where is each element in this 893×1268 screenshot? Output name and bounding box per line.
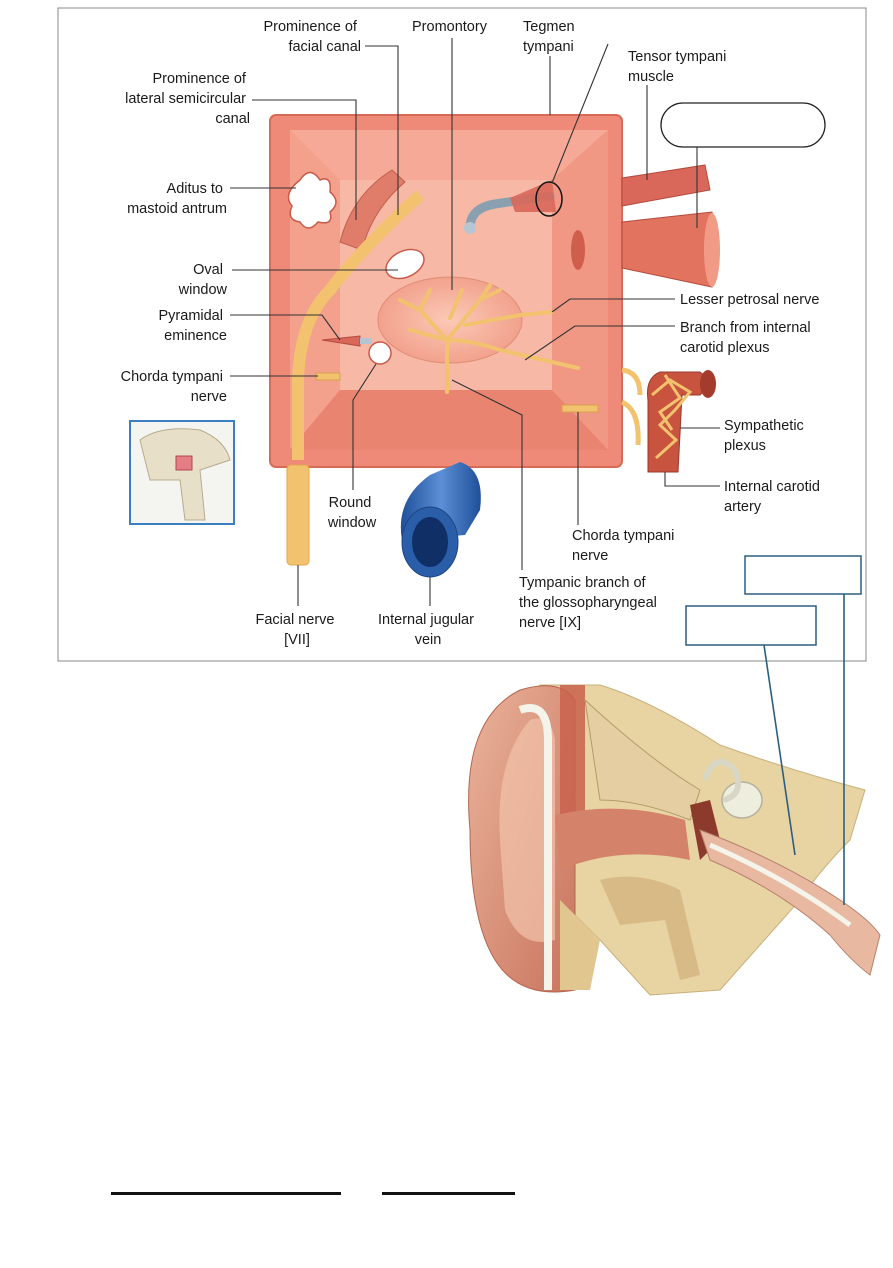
internal-jugular-drawing: [400, 462, 481, 578]
label-internal-jugular: Internal jugular vein: [378, 612, 478, 648]
blank-label-box-2: [685, 605, 817, 646]
label-chorda-tympani-left: Chorda tympani nerve: [121, 369, 227, 405]
tensor-tympani-drawing: [571, 164, 720, 288]
label-facial-nerve: Facial nerve [VII]: [255, 612, 338, 648]
blank-label-pill: [660, 102, 826, 148]
leader-lines: [230, 38, 720, 606]
blank-label-box-1: [744, 555, 862, 595]
label-chorda-tympani-right: Chorda tympani nerve: [572, 528, 678, 564]
highlight-circle: [535, 181, 563, 217]
inset-locator-image: [129, 420, 235, 525]
label-round-window: Round window: [327, 495, 377, 531]
facial-canal-prominence: [292, 190, 425, 460]
lateral-canal-prominence: [339, 169, 406, 251]
label-prominence-lateral-canal: Prominence of lateral semicircular canal: [125, 71, 250, 127]
chorda-tympani-left-drawing: [315, 372, 341, 381]
diagram-labels: Prominence of facial canal Promontory Te…: [121, 19, 824, 648]
chorda-tympani-right-drawing: [561, 404, 599, 413]
internal-carotid-drawing: [620, 367, 716, 473]
round-window-drawing: [368, 341, 392, 365]
label-prominence-facial-canal: Prominence of facial canal: [263, 19, 361, 55]
label-aditus: Aditus to mastoid antrum: [127, 181, 227, 217]
label-promontory: Promontory: [412, 19, 488, 35]
label-pyramidal-eminence: Pyramidal eminence: [159, 308, 228, 344]
label-tympanic-branch: Tympanic branch of the glossopharyngeal …: [519, 575, 661, 631]
label-oval-window: Oval window: [178, 262, 228, 298]
tympanic-plexus: [398, 283, 580, 394]
label-tensor-tympani-muscle: Tensor tympani muscle: [628, 49, 730, 85]
aditus-opening: [287, 171, 337, 229]
answer-blank-1[interactable]: [111, 1192, 341, 1195]
ear-cross-section: [468, 684, 881, 996]
label-internal-carotid: Internal carotid artery: [724, 479, 824, 515]
facial-nerve-drawing: [286, 464, 310, 566]
label-sympathetic-plexus: Sympathetic plexus: [724, 418, 808, 454]
label-lesser-petrosal: Lesser petrosal nerve: [680, 292, 819, 308]
label-branch-carotid-plexus: Branch from internal carotid plexus: [680, 320, 815, 356]
leader-box-2: [763, 644, 796, 856]
answer-blank-2[interactable]: [382, 1192, 515, 1195]
oval-window-drawing: [385, 248, 425, 280]
label-tegmen-tympani: Tegmen tympani: [523, 19, 579, 55]
